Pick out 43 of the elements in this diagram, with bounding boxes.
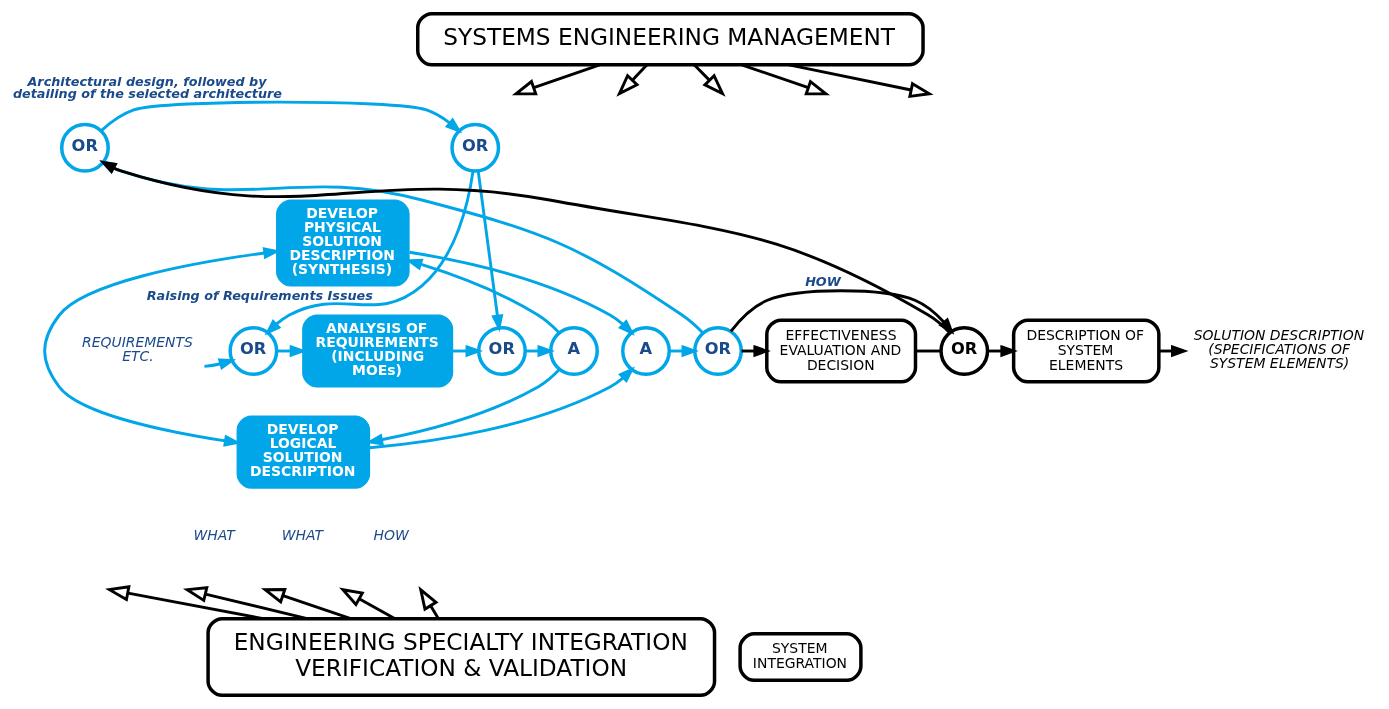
arrow: [418, 586, 440, 620]
arrow: [182, 586, 308, 621]
node-box: ANALYSIS OF REQUIREMENTS (INCLUDING MOEs): [302, 314, 454, 388]
node-box: DEVELOP PHYSICAL SOLUTION DESCRIPTION (SYNTHESIS): [276, 199, 410, 287]
edge-label: Architectural design, followed by detailing of the selected architecture: [12, 73, 282, 102]
node-box: EFFECTIVENESS EVALUATION AND DECISION: [765, 318, 918, 384]
arrow: [511, 63, 600, 96]
node-circle: OR: [477, 326, 527, 376]
node-circle: OR: [228, 326, 279, 376]
arrow: [100, 100, 463, 134]
node-box: DEVELOP LOGICAL SOLUTION DESCRIPTION: [236, 415, 371, 489]
node-circle: OR: [939, 326, 990, 376]
arrow: [339, 587, 396, 620]
node-box: ENGINEERING SPECIALTY INTEGRATION VERIFICATION & VALIDATION: [206, 616, 717, 698]
node-box: DESCRIPTION OF SYSTEM ELEMENTS: [1011, 318, 1161, 384]
edge-label: HOW: [805, 273, 841, 289]
arrow: [788, 63, 934, 99]
node-text: SOLUTION DESCRIPTION (SPECIFICATIONS OF SYSTEM ELEMENTS): [1193, 327, 1365, 371]
arrow: [409, 250, 635, 336]
node-circle: OR: [693, 326, 743, 376]
arrow: [261, 588, 352, 620]
arrow: [476, 170, 504, 333]
arrow: [369, 366, 635, 450]
arrow: [105, 584, 264, 621]
connector: [915, 349, 941, 353]
node-text: REQUIREMENTS ETC.: [82, 334, 193, 364]
arrow: [741, 63, 831, 96]
arrow: [99, 160, 704, 334]
node-box: SYSTEMS ENGINEERING MANAGEMENT: [416, 11, 925, 67]
label: WHAT: [193, 527, 235, 544]
label: HOW: [373, 527, 409, 544]
node-circle: A: [549, 326, 599, 376]
node-circle: OR: [60, 122, 110, 173]
arrow: [204, 358, 237, 371]
node-box: SYSTEM INTEGRATION: [738, 632, 863, 682]
arrow: [616, 63, 648, 97]
label: WHAT: [281, 527, 324, 544]
node-circle: A: [621, 326, 671, 376]
node-circle: OR: [450, 122, 501, 173]
arrow: [693, 63, 726, 97]
arrow: [264, 170, 475, 336]
edge-label: Raising of Requirements Issues: [146, 288, 373, 304]
arrow: [99, 160, 951, 334]
